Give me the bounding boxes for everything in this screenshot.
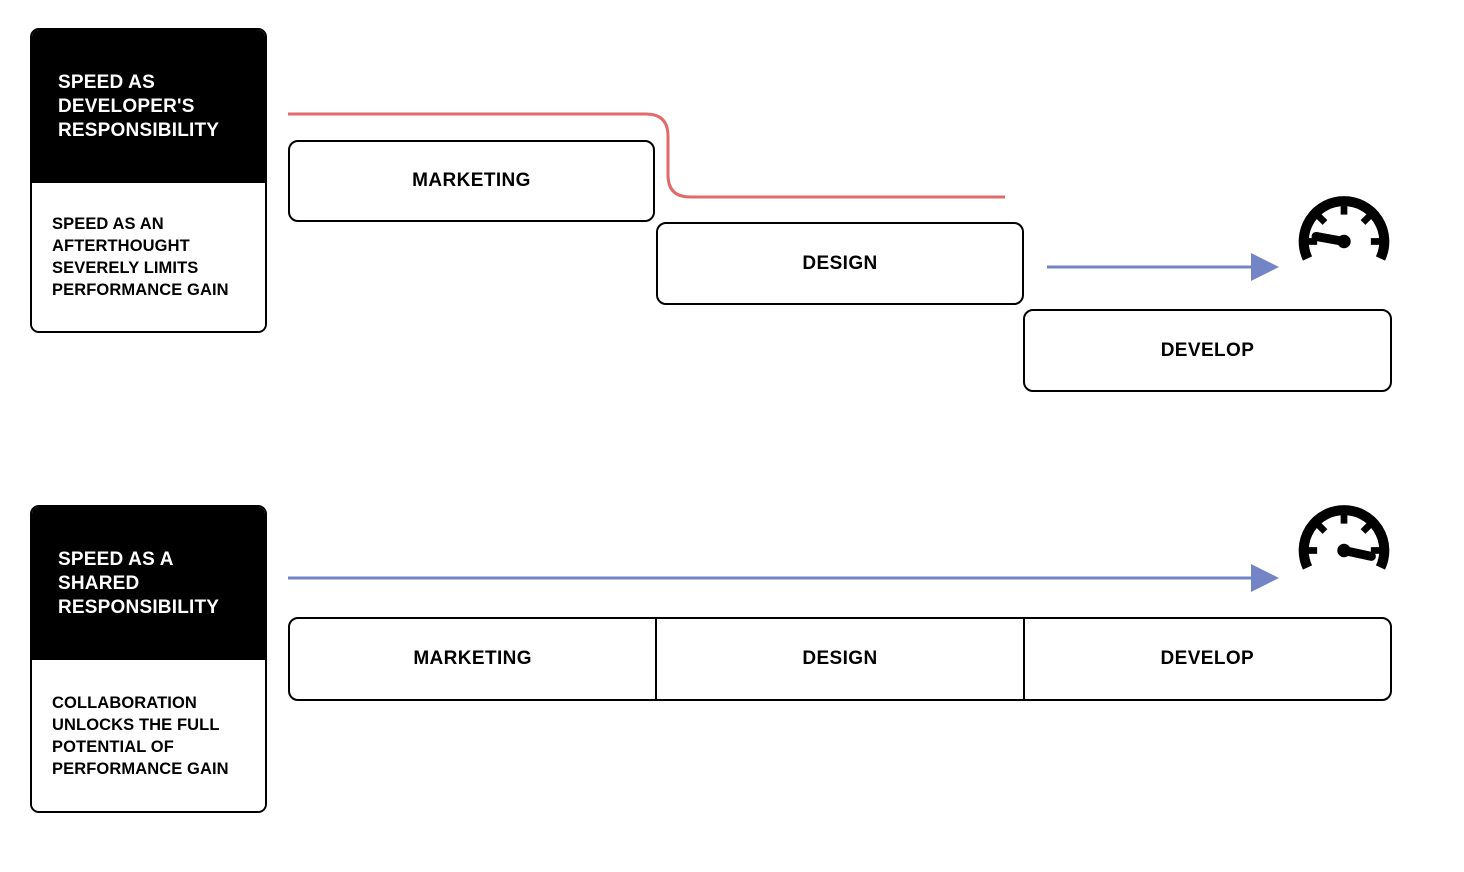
card-description: COLLABORATION UNLOCKS THE FULL POTENTIAL… (52, 693, 229, 778)
card-shared-responsibility: SPEED AS A SHARED RESPONSIBILITY COLLABO… (30, 505, 267, 813)
speedometer-fast-icon (1298, 505, 1390, 570)
stage-label-marketing: MARKETING (412, 170, 531, 191)
stage-cell-marketing: MARKETING (290, 619, 655, 699)
card-description-block: SPEED AS AN AFTERTHOUGHT SEVERELY LIMITS… (32, 183, 265, 331)
timeline-arrow-bottom (288, 564, 1279, 592)
card-title-block: SPEED AS DEVELOPER'S RESPONSIBILITY (32, 30, 265, 183)
stage-label-design: DESIGN (802, 252, 878, 274)
timeline-arrow-top-head (1251, 253, 1279, 281)
card-description: SPEED AS AN AFTERTHOUGHT SEVERELY LIMITS… (52, 215, 229, 299)
speedometer-slow-icon (1298, 196, 1390, 261)
card-title-block: SPEED AS A SHARED RESPONSIBILITY (32, 507, 265, 660)
card-description-block: COLLABORATION UNLOCKS THE FULL POTENTIAL… (32, 660, 265, 811)
stage-label-develop: DEVELOP (1160, 648, 1255, 669)
card-title: SPEED AS A SHARED RESPONSIBILITY (58, 548, 220, 618)
card-developer-responsibility: SPEED AS DEVELOPER'S RESPONSIBILITY SPEE… (30, 28, 267, 333)
stage-label-design: DESIGN (802, 648, 878, 669)
card-title: SPEED AS DEVELOPER'S RESPONSIBILITY (58, 71, 220, 141)
stage-box-marketing: MARKETING (288, 140, 655, 222)
timeline-arrow-bottom-head (1251, 564, 1279, 592)
stage-box-design: DESIGN (656, 222, 1024, 305)
stage-label-marketing: MARKETING (413, 648, 532, 669)
stage-cell-design: DESIGN (655, 619, 1022, 699)
stage-cell-develop: DEVELOP (1022, 619, 1390, 699)
stage-box-develop: DEVELOP (1023, 309, 1392, 392)
stage-row-parallel: MARKETING DESIGN DEVELOP (288, 617, 1392, 701)
stage-label-develop: DEVELOP (1160, 339, 1255, 361)
timeline-arrow-top (1047, 253, 1279, 281)
